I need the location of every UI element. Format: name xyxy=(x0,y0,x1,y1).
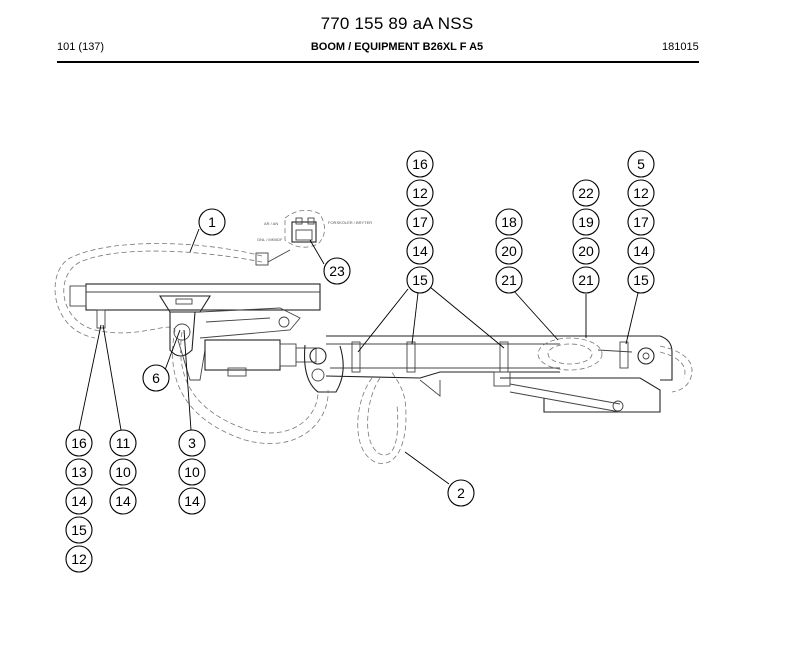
callout-c18-1: 18 xyxy=(495,208,523,236)
callout-c11-1: 11 xyxy=(109,429,137,457)
callout-6: 6 xyxy=(142,364,170,392)
svg-text:18: 18 xyxy=(501,214,517,230)
inset-label-b: FORSKOLER / BRYTER xyxy=(328,220,372,225)
svg-text:15: 15 xyxy=(633,272,649,288)
callout-left-3: 14 xyxy=(65,487,93,515)
svg-text:20: 20 xyxy=(578,243,594,259)
section-title: BOOM / EQUIPMENT B26XL F A5 xyxy=(310,41,484,53)
svg-text:11: 11 xyxy=(116,435,131,451)
svg-text:15: 15 xyxy=(412,272,428,288)
callout-c11-3: 14 xyxy=(109,487,137,515)
callout-2: 2 xyxy=(447,479,475,507)
hose-lower xyxy=(172,329,407,464)
callout-c11-2: 10 xyxy=(109,458,137,486)
callout-right-4: 15 xyxy=(627,266,655,294)
date-code: 181015 xyxy=(662,41,699,53)
callout-mid-4: 14 xyxy=(406,237,434,265)
inset-label-a: AR / AN xyxy=(264,221,278,226)
svg-text:15: 15 xyxy=(71,522,87,538)
callout-c18-3: 21 xyxy=(495,266,523,294)
callout-mid-2: 12 xyxy=(406,179,434,207)
svg-text:12: 12 xyxy=(633,185,649,201)
callout-3: 3 xyxy=(178,429,206,457)
callout-5: 5 xyxy=(627,150,655,178)
callout-23: 23 xyxy=(323,257,351,285)
callout-c22-3: 20 xyxy=(572,237,600,265)
callout-right-3: 14 xyxy=(627,237,655,265)
callout-left-2: 13 xyxy=(65,458,93,486)
page-reference: 101 (137) xyxy=(57,41,105,53)
svg-text:14: 14 xyxy=(633,243,649,259)
upper-beam xyxy=(69,283,321,339)
svg-text:13: 13 xyxy=(71,464,87,480)
svg-text:6: 6 xyxy=(152,370,160,386)
callout-mid-3: 17 xyxy=(406,208,434,236)
svg-text:1: 1 xyxy=(208,214,216,230)
svg-text:14: 14 xyxy=(412,243,428,259)
svg-text:21: 21 xyxy=(501,272,517,288)
callout-c22-4: 21 xyxy=(572,266,600,294)
hose-top-left xyxy=(54,243,291,339)
svg-text:2: 2 xyxy=(457,485,465,501)
svg-text:14: 14 xyxy=(71,493,87,509)
svg-text:14: 14 xyxy=(184,493,200,509)
svg-text:10: 10 xyxy=(115,464,131,480)
svg-text:20: 20 xyxy=(501,243,517,259)
svg-text:12: 12 xyxy=(71,551,87,567)
svg-text:5: 5 xyxy=(637,156,645,172)
callout-left-5: 12 xyxy=(65,545,93,573)
svg-text:23: 23 xyxy=(329,263,345,279)
svg-text:14: 14 xyxy=(115,493,131,509)
callout-c18-2: 20 xyxy=(495,237,523,265)
callout-c3-2: 14 xyxy=(178,487,206,515)
svg-text:16: 16 xyxy=(412,156,428,172)
leader-lines xyxy=(78,228,639,485)
document-title: 770 155 89 aA NSS xyxy=(320,14,474,33)
inset-valve-detail: AR / AN FORSKOLER / BRYTER GNL / MKBDF xyxy=(257,209,372,248)
callout-c3-1: 10 xyxy=(178,458,206,486)
callout-c22-2: 19 xyxy=(572,208,600,236)
callout-right-1: 12 xyxy=(627,179,655,207)
svg-text:17: 17 xyxy=(412,214,428,230)
svg-text:22: 22 xyxy=(578,185,594,201)
svg-text:19: 19 xyxy=(578,214,594,230)
hose-right xyxy=(659,345,693,393)
callout-c22-1: 22 xyxy=(572,179,600,207)
svg-text:12: 12 xyxy=(412,185,428,201)
callout-mid-5: 15 xyxy=(406,266,434,294)
callout-right-2: 17 xyxy=(627,208,655,236)
svg-text:10: 10 xyxy=(184,464,200,480)
callout-left-4: 15 xyxy=(65,516,93,544)
svg-text:3: 3 xyxy=(188,435,196,451)
header-rule xyxy=(57,61,699,63)
main-boom xyxy=(204,335,673,413)
callout-left-1: 16 xyxy=(65,429,93,457)
inset-label-c: GNL / MKBDF xyxy=(257,237,283,242)
callout-1: 1 xyxy=(198,208,226,236)
svg-text:21: 21 xyxy=(578,272,594,288)
vertical-mount xyxy=(169,311,206,381)
svg-text:17: 17 xyxy=(633,214,649,230)
callout-mid-1: 16 xyxy=(406,150,434,178)
svg-text:16: 16 xyxy=(71,435,87,451)
